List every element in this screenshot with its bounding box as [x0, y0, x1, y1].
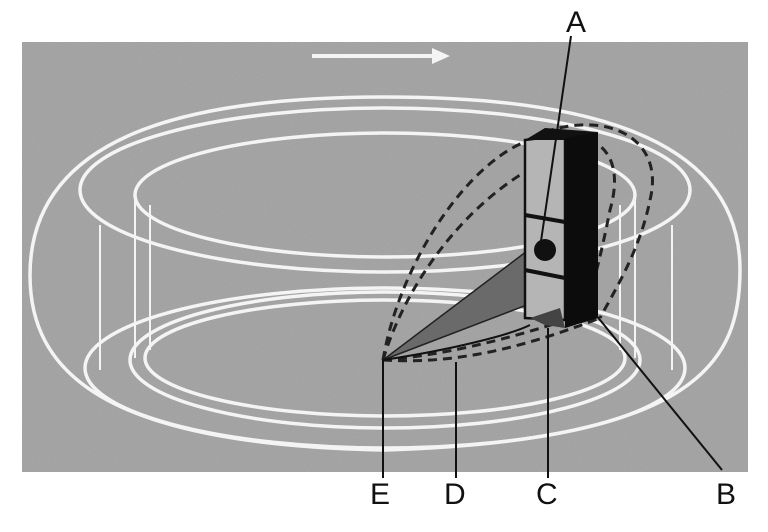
leader-line-a — [539, 35, 572, 249]
label-b: B — [716, 478, 736, 511]
dashed-curve — [381, 138, 531, 361]
dashed-curve — [381, 158, 549, 361]
label-e: E — [370, 478, 390, 511]
beam-edge — [382, 324, 531, 361]
outer-ring-inner-bottom — [83, 286, 687, 450]
label-d: D — [444, 478, 466, 511]
cylinder-bottom-inner — [143, 298, 627, 418]
dashed-curve — [382, 320, 561, 362]
outer-ring-inner-top — [78, 106, 692, 274]
label-c: C — [536, 478, 558, 511]
dashed-curve — [544, 123, 654, 319]
label-a: A — [566, 6, 586, 39]
cylinder-bottom — [128, 290, 642, 430]
arrow-right-icon — [312, 48, 450, 64]
detector-box — [523, 128, 598, 328]
leader-line-b — [595, 314, 723, 471]
dashed-curve — [382, 316, 601, 363]
